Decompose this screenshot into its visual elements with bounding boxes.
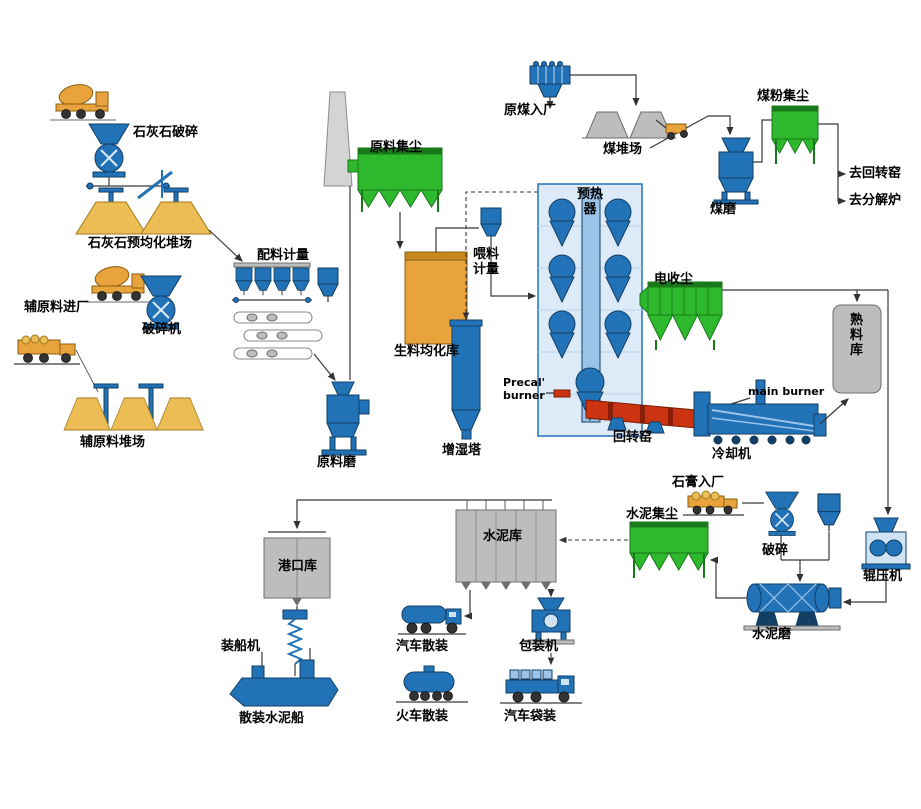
clinker-silo-icon: [832, 304, 882, 394]
additive-bin-icon: [817, 493, 841, 533]
coal-to-mill-line: [708, 115, 734, 136]
label-roller-press: 辊压机: [863, 569, 903, 584]
cement-dust-collector-icon: [629, 521, 709, 578]
label-precal-burner: Precal' burner: [503, 376, 546, 402]
aux-stockpile-icon: [63, 383, 204, 431]
feed-to-preheater-line: [490, 242, 537, 300]
label-humidifier-tower: 增湿塔: [442, 443, 482, 458]
preheater-icon: [537, 183, 643, 437]
label-gypsum-entry: 石膏入厂: [672, 475, 725, 490]
label-raw-coal-entry: 原煤入厂: [504, 103, 557, 118]
roller-press-icon: [861, 517, 911, 570]
gypsum-collect-lines: [780, 532, 830, 583]
rail-tanker-icon: [396, 665, 468, 703]
label-gypsum-crushing: 破碎: [762, 543, 789, 558]
limestone-to-batching-line: [208, 229, 243, 262]
coal-mill-icon: [713, 137, 759, 205]
chimney-icon: [323, 91, 353, 187]
raw-dust-collector-icon: [347, 147, 443, 212]
label-port-silo: 港口库: [278, 559, 318, 574]
bulk-ship-icon: [229, 648, 339, 707]
label-cement-dust: 水泥集尘: [626, 507, 679, 522]
label-coal-mill: 煤磨: [710, 202, 737, 217]
humidifier-tower-icon: [449, 319, 483, 440]
label-esp: 电收尘: [654, 272, 694, 287]
raw-meal-silo-icon: [404, 251, 468, 345]
label-raw-meal-silo: 生料均化库: [394, 344, 460, 359]
coal-intake-icon: [529, 61, 571, 98]
label-raw-material-dust: 原料集尘: [370, 140, 423, 155]
limestone-conveyor-icon: [86, 177, 170, 190]
label-batching-metering: 配料计量: [257, 248, 310, 263]
limestone-mixer-truck-icon: [50, 81, 116, 121]
raw-mill-icon: [321, 381, 370, 456]
label-preheater: 预热器: [576, 187, 603, 217]
label-coal-dust: 煤粉集尘: [757, 89, 810, 104]
label-bulk-cement-ship: 散装水泥船: [239, 711, 305, 726]
label-packing-machine: 包装机: [519, 639, 559, 654]
label-to-rotary-kiln: 去回转窑: [849, 166, 902, 181]
label-cooler: 冷却机: [712, 447, 752, 462]
mill-to-cement-dust-line: [709, 556, 747, 599]
label-aux-material-yard: 辅原料堆场: [80, 435, 146, 450]
label-clinker-silo: 熟料库: [849, 313, 863, 358]
esp-outlet-lines: [722, 289, 892, 516]
coal-yard-icon: [582, 111, 676, 139]
label-truck-bagged: 汽车袋装: [504, 709, 557, 724]
packing-machine-icon: [527, 597, 575, 645]
label-main-burner: main burner: [748, 385, 825, 398]
label-limestone-crushing: 石灰石破碎: [133, 125, 199, 140]
gas-duct-line: [462, 191, 538, 321]
silo-to-truck-line: [463, 590, 473, 620]
batching-bins-icon: [232, 262, 312, 303]
rotary-kiln-icon: [585, 399, 697, 434]
label-coal-yard: 煤堆场: [603, 142, 643, 157]
cement-mill-icon: [743, 583, 842, 631]
mill-to-coal-filter-line: [753, 119, 772, 163]
coal-intake-to-yard-line: [570, 74, 640, 107]
label-ship-loader: 装船机: [221, 639, 261, 654]
feed-metering-bin-icon: [480, 207, 502, 243]
label-limestone-prehomo-yard: 石灰石预均化堆场: [88, 236, 193, 251]
side-bin-icon: [317, 267, 339, 303]
coal-loader-icon: [649, 115, 709, 149]
gypsum-truck-icon: [683, 490, 744, 516]
label-raw-mill: 原料磨: [317, 455, 357, 470]
belt-conveyors-icon: [233, 311, 323, 360]
label-rotary-kiln: 回转窑: [613, 430, 653, 445]
aux-mixer-truck-icon: [86, 263, 152, 303]
precalciner-burner-icon: [546, 389, 571, 398]
stacker-icon: [137, 170, 173, 200]
conveyor-to-mill-line: [313, 353, 336, 381]
cement-to-port-line: [293, 499, 462, 530]
cement-silo-icon: [455, 499, 557, 590]
label-cement-mill: 水泥磨: [752, 627, 792, 642]
label-to-calciner: 去分解炉: [849, 193, 902, 208]
esp-icon: [639, 281, 723, 350]
label-train-bulk: 火车散装: [396, 709, 449, 724]
bag-truck-icon: [500, 669, 582, 704]
label-aux-material-entry: 辅原料进厂: [24, 300, 90, 315]
limestone-stockpile-icon: [75, 187, 212, 235]
label-truck-bulk: 汽车散装: [396, 639, 449, 654]
dump-truck-icon: [14, 334, 80, 365]
silo-to-feeder-line: [435, 227, 479, 252]
cooler-icon: [693, 379, 827, 445]
port-silo-icon: [263, 531, 331, 606]
ship-loader-icon: [282, 609, 308, 665]
press-to-mill-line: [842, 569, 887, 606]
label-feed-metering: 喂料计量: [472, 247, 499, 277]
cooler-to-clinker-line: [819, 398, 849, 425]
label-crusher-machine: 破碎机: [142, 322, 182, 337]
coal-dust-outlet-lines: [818, 123, 847, 205]
label-cement-silo: 水泥库: [483, 529, 523, 544]
bulk-truck-icon: [398, 605, 466, 635]
limestone-crusher-icon: [88, 123, 130, 178]
coal-dust-collector-icon: [771, 105, 819, 164]
gypsum-crusher-icon: [764, 491, 800, 537]
